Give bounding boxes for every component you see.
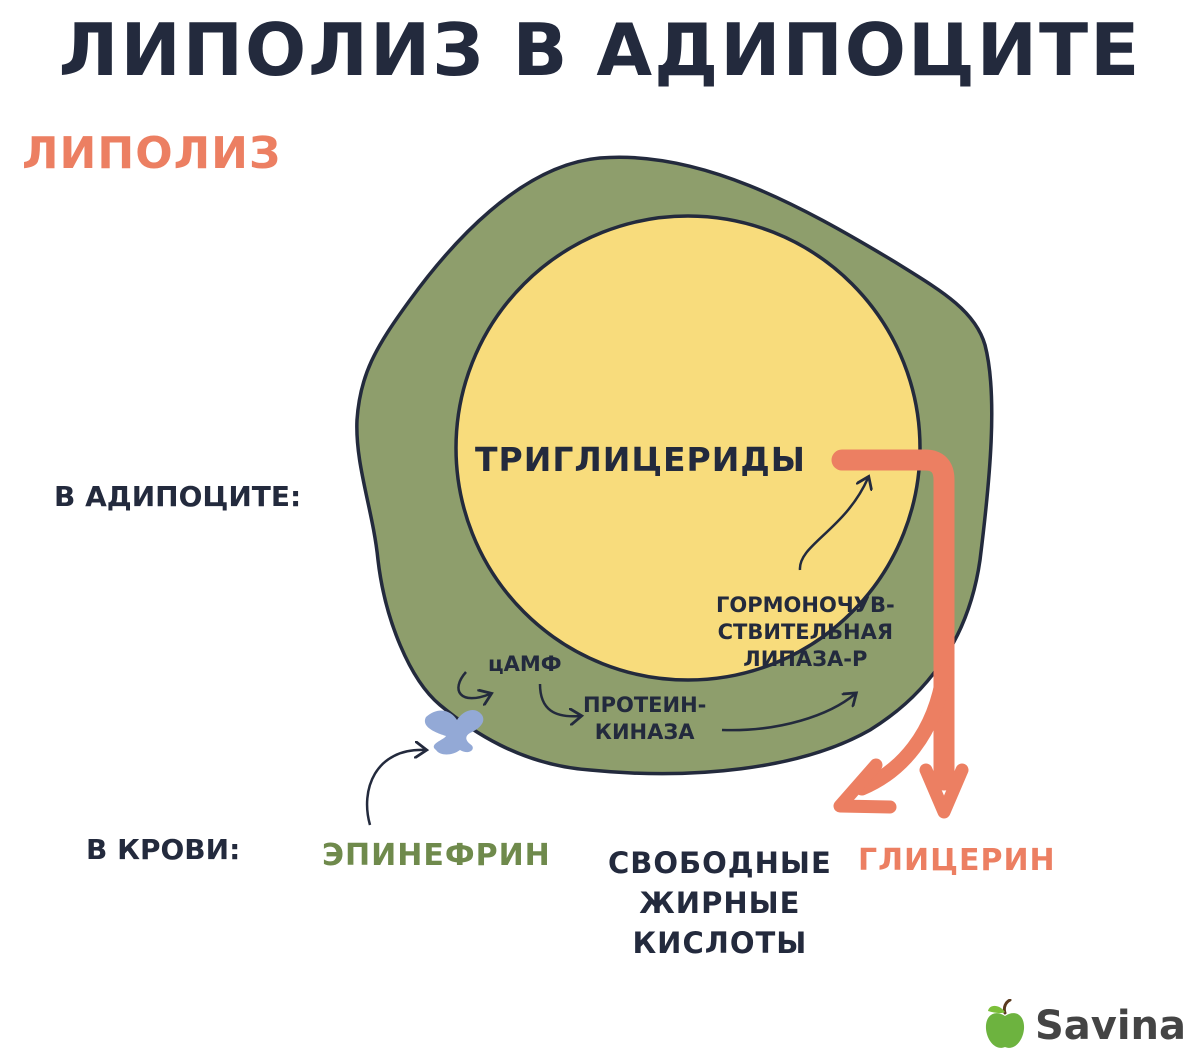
fatty-acids-branch-arrow: [854, 664, 952, 796]
protein-kinase-line-2: КИНАЗА: [594, 720, 695, 744]
page-title: ЛИПОЛИЗ В АДИПОЦИТЕ: [58, 8, 1142, 92]
receptor-to-camp-arrow: [457, 671, 490, 698]
hsl-line-3: ЛИПАЗА-Р: [743, 647, 868, 671]
camp-to-protein-kinase-arrow: [538, 683, 580, 716]
zone-label-blood: В КРОВИ:: [86, 833, 241, 866]
free-fatty-acids-label: СВОБОДНЫЕ ЖИРНЫЕ КИСЛОТЫ: [608, 843, 832, 963]
zone-label-adipocyte: В АДИПОЦИТЕ:: [54, 480, 302, 513]
epinephrine-label: ЭПИНЕФРИН: [322, 838, 551, 873]
glycerol-label: ГЛИЦЕРИН: [858, 843, 1056, 878]
triglycerides-label: ТРИГЛИЦЕРИДЫ: [475, 440, 806, 479]
free-fatty-acids-line-1: СВОБОДНЫЕ: [608, 846, 832, 880]
epinephrine-to-receptor-arrow: [365, 750, 425, 826]
brand-logo-text: Savina: [1034, 1003, 1186, 1049]
brand-logo: Savina: [983, 999, 1186, 1053]
protein-kinase-to-hsl-arrow: [721, 694, 855, 732]
hsl-line-2: СТВИТЕЛЬНАЯ: [717, 620, 894, 644]
section-subtitle: ЛИПОЛИЗ: [22, 128, 282, 179]
free-fatty-acids-line-2: ЖИРНЫЕ: [639, 886, 801, 920]
fatty-acids-arrowhead: [833, 758, 897, 814]
camp-label: цАМФ: [488, 652, 562, 676]
apple-logo-icon: [985, 999, 1025, 1048]
hsl-label: ГОРМОНОЧУВ- СТВИТЕЛЬНАЯ ЛИПАЗА-Р: [716, 592, 895, 673]
beta-receptor-icon: [424, 710, 484, 755]
protein-kinase-label: ПРОТЕИН- КИНАЗА: [583, 692, 706, 746]
lipolysis-products-arrow: [831, 449, 955, 791]
protein-kinase-line-1: ПРОТЕИН-: [583, 693, 707, 717]
free-fatty-acids-line-3: КИСЛОТЫ: [632, 926, 808, 960]
glycerol-arrowhead: [919, 763, 969, 819]
hsl-line-1: ГОРМОНОЧУВ-: [716, 593, 895, 617]
lipid-droplet: [454, 214, 922, 682]
hsl-to-triglycerides-arrow: [798, 478, 868, 571]
